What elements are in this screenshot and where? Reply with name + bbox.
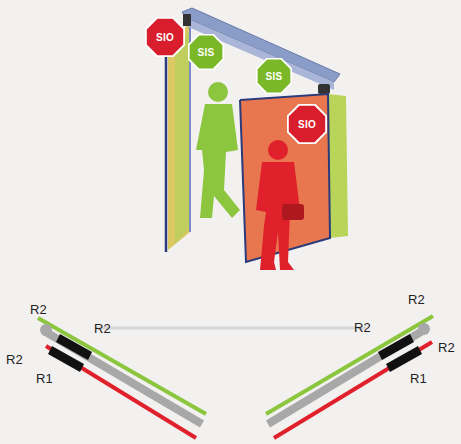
- door-leaf-green: [175, 30, 190, 244]
- part-label: R2: [6, 352, 23, 367]
- sign-text: SIO: [145, 17, 185, 57]
- stop-sign: SIO: [287, 104, 327, 144]
- part-label: R2: [30, 302, 47, 317]
- right-leaf-plan: [266, 316, 433, 438]
- sign-text: SIS: [188, 34, 224, 70]
- part-label: R2: [354, 320, 371, 335]
- part-label: R1: [410, 371, 427, 386]
- stop-sign: SIO: [145, 17, 185, 57]
- left-leaf-plan: [38, 318, 206, 438]
- sensor: [318, 84, 330, 94]
- sign-text: SIO: [287, 104, 327, 144]
- person-green: [196, 82, 240, 218]
- sensor: [183, 14, 191, 26]
- part-label: R2: [408, 292, 425, 307]
- door-edge: [165, 50, 168, 252]
- part-label: R2: [94, 321, 111, 336]
- part-label: R2: [438, 340, 455, 355]
- sign-text: SIS: [256, 58, 292, 94]
- stop-sign: SIS: [188, 34, 224, 70]
- door-header-plan: [95, 327, 366, 330]
- part-label: R1: [36, 371, 53, 386]
- stop-sign: SIS: [256, 58, 292, 94]
- door-leaf-green: [328, 94, 348, 238]
- person-red: [256, 140, 304, 270]
